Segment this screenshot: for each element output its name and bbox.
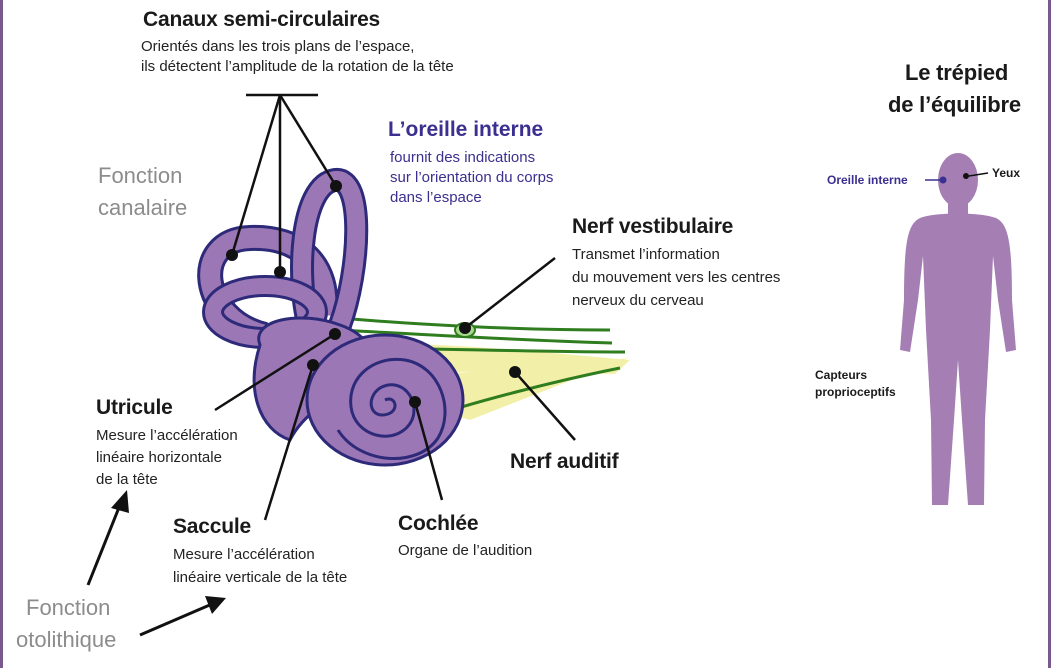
trepied-title-1: Le trépied (905, 60, 1008, 86)
oreille-interne-desc-1: fournit des indications (390, 148, 535, 168)
utricule-title: Utricule (96, 396, 173, 420)
utricule-desc-2: linéaire horizontale (96, 448, 222, 468)
nerf-vestibulaire-desc-3: nerveux du cerveau (572, 291, 704, 311)
nerf-vestibulaire-desc-2: du mouvement vers les centres (572, 268, 780, 288)
arrow-to-utricule (88, 505, 120, 585)
fonction-otolithique-line-1: Fonction (26, 592, 110, 624)
trepied-capteurs-2: proprioceptifs (815, 385, 896, 399)
human-silhouette (900, 153, 1016, 505)
fonction-canalaire-line-2: canalaire (98, 192, 187, 224)
nerf-vestibulaire-title: Nerf vestibulaire (572, 215, 733, 239)
fonction-otolithique-line-2: otolithique (16, 624, 116, 656)
trepied-yeux-label: Yeux (992, 166, 1020, 180)
oreille-interne-desc-2: sur l’orientation du corps (390, 168, 553, 188)
arrow-head-utricule (111, 490, 129, 513)
cochlee-desc-1: Organe de l’audition (398, 541, 532, 561)
saccule-desc-2: linéaire verticale de la tête (173, 568, 347, 588)
trepied-capteurs-1: Capteurs (815, 368, 867, 382)
utricule-desc-3: de la tête (96, 470, 158, 490)
oreille-interne-desc-3: dans l’espace (390, 188, 482, 208)
nerf-vestibulaire-desc-1: Transmet l’information (572, 245, 720, 265)
nerf-auditif-title: Nerf auditif (510, 450, 618, 474)
fonction-canalaire-line-1: Fonction (98, 160, 182, 192)
cochlee-title: Cochlée (398, 512, 478, 536)
saccule-title: Saccule (173, 515, 251, 539)
trepied-oreille-interne-label: Oreille interne (827, 173, 908, 187)
arrow-to-saccule (140, 604, 212, 635)
nerf-vestibulaire-pointer (465, 258, 555, 328)
cochlea-shape (307, 335, 463, 465)
canaux-title: Canaux semi-circulaires (143, 8, 380, 32)
oreille-interne-title: L’oreille interne (388, 118, 543, 142)
trepied-title-2: de l’équilibre (888, 92, 1021, 118)
canaux-desc-1: Orientés dans les trois plans de l’espac… (141, 37, 414, 57)
ear-marker-dot (940, 177, 947, 184)
silhouette-body (900, 214, 1016, 506)
canaux-pointer-3 (280, 95, 336, 186)
saccule-desc-1: Mesure l’accélération (173, 545, 315, 565)
eye-marker-dot (963, 173, 969, 179)
utricule-desc-1: Mesure l’accélération (96, 426, 238, 446)
canaux-desc-2: ils détectent l’amplitude de la rotation… (141, 57, 454, 77)
